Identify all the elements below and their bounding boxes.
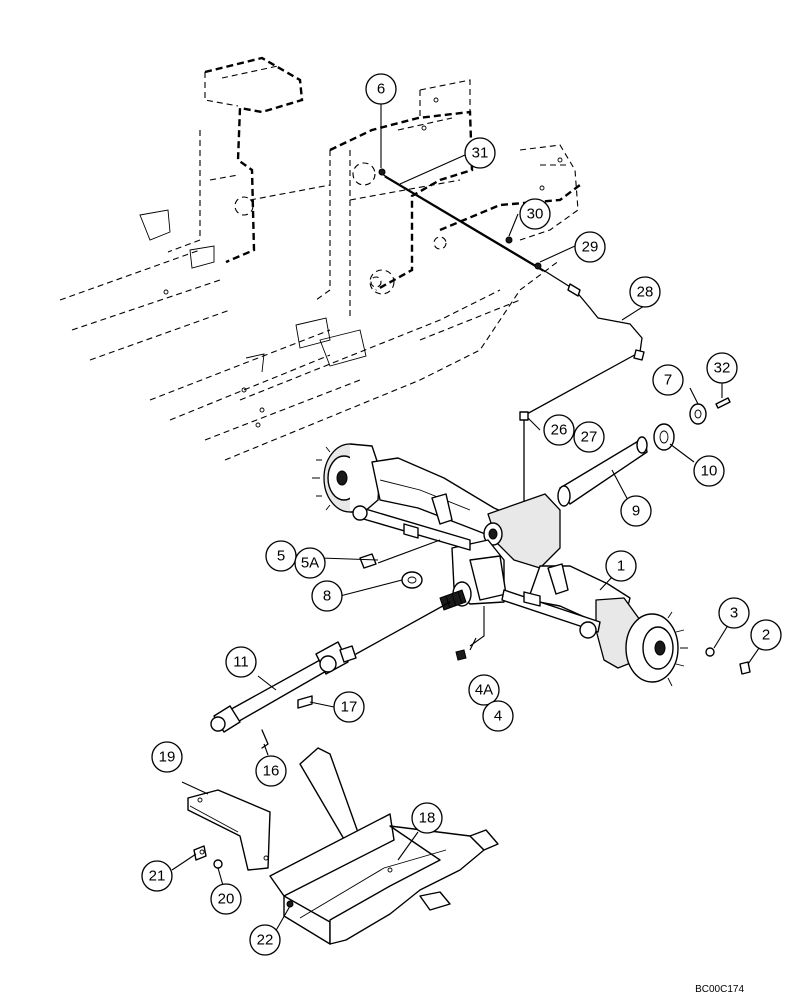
callout-label: 6 [377,81,385,98]
callout-label: 19 [159,749,176,766]
pivot-pin-assembly [557,397,731,507]
callout-label: 28 [637,284,654,301]
callout-label: 17 [341,699,358,716]
callout-29: 29 [574,231,606,263]
callout-21: 21 [141,860,173,892]
callout-label: 4 [494,708,502,725]
callout-32: 32 [706,352,738,384]
callout-label: 3 [730,605,738,622]
callout-7: 7 [652,364,684,396]
axle-hardware [359,553,751,675]
callout-label: 18 [419,810,436,827]
callout-label: 31 [472,145,489,162]
grease-line-assembly [378,168,645,516]
drawing-code: BC00C174 [695,984,744,995]
callout-17: 17 [333,691,365,723]
callout-label: 8 [323,588,331,605]
callout-label: 29 [582,239,599,256]
callout-label: 1 [617,558,625,575]
callout-label: 10 [701,463,718,480]
callout-4: 4 [482,700,514,732]
callout-8: 8 [311,580,343,612]
callout-5: 5 [265,540,297,572]
loader-frame-phantom [59,56,581,461]
callout-label: 22 [257,932,274,949]
callout-label: 4A [475,682,493,699]
callout-label: 5 [277,548,285,565]
callout-label: 9 [632,503,640,520]
callout-label: 5A [301,555,319,572]
callout-11: 11 [225,646,257,678]
callout-28: 28 [629,276,661,308]
callout-3: 3 [718,597,750,629]
callout-2: 2 [750,619,782,651]
callout-27: 27 [573,421,605,453]
callout-9: 9 [620,495,652,527]
callout-label: 7 [664,372,672,389]
callout-5a: 5A [294,547,326,579]
callout-1: 1 [605,550,637,582]
callout-31: 31 [464,137,496,169]
driveshaft [210,601,451,749]
callout-label: 16 [263,763,280,780]
callout-30: 30 [519,198,551,230]
guard-hardware [193,845,223,869]
callout-20: 20 [210,883,242,915]
callout-19: 19 [151,741,183,773]
callout-10: 10 [693,455,725,487]
callout-label: 26 [551,422,568,439]
callout-6: 6 [365,73,397,105]
callout-label: 11 [233,654,249,671]
callout-18: 18 [411,802,443,834]
callout-label: 30 [527,206,544,223]
callout-label: 20 [218,891,235,908]
callout-label: 21 [149,868,166,885]
callout-4a: 4A [468,674,500,706]
callout-26: 26 [543,414,575,446]
callout-16: 16 [255,755,287,787]
callout-label: 32 [714,360,731,377]
callout-label: 2 [762,627,770,644]
callout-22: 22 [249,924,281,956]
front-axle-assembly [312,443,688,687]
skid-guard-assembly [187,747,499,945]
callout-label: 27 [581,429,598,446]
